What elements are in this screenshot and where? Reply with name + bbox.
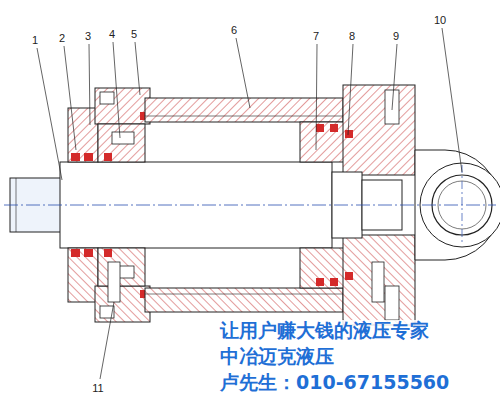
callout-number: 4 <box>108 28 116 41</box>
watermark-text: 卢先生：010-67155560 <box>218 372 451 393</box>
callout-number: 6 <box>230 24 238 37</box>
watermark-text: 中冶迈克液压 <box>218 346 336 367</box>
callout-number: 3 <box>84 30 92 43</box>
callout-number: 2 <box>58 32 66 45</box>
callout-number: 7 <box>312 30 320 43</box>
callout-number: 5 <box>130 28 138 41</box>
callout-number: 1 <box>31 34 39 47</box>
callout-number: 9 <box>392 30 400 43</box>
watermark-text: 让用户赚大钱的液压专家 <box>218 320 431 341</box>
callout-number: 8 <box>348 30 356 43</box>
callout-number: 11 <box>91 382 104 395</box>
callout-number: 10 <box>433 14 447 27</box>
